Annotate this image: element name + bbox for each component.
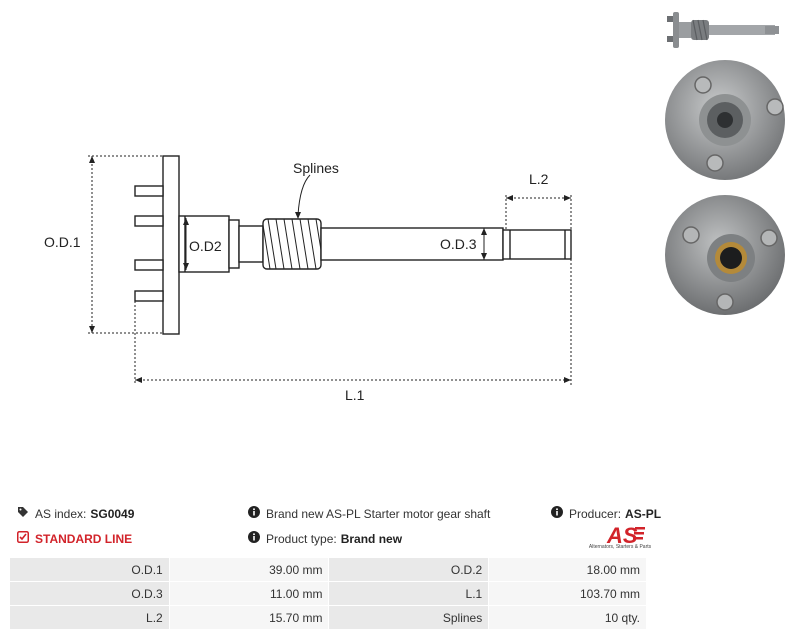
product-photo-back [665, 195, 785, 315]
l1-label: L.1 [345, 387, 365, 403]
shaft [320, 227, 504, 261]
spec-name: O.D.1 [9, 557, 170, 582]
splines-label: Splines [293, 160, 339, 176]
standard-line: STANDARD LINE [17, 531, 132, 546]
spec-value: 10 qty. [488, 605, 647, 630]
pin [134, 290, 164, 302]
checkbox-icon [17, 531, 29, 546]
spec-name: O.D.2 [328, 557, 490, 582]
producer: Producer: AS-PL [551, 506, 661, 521]
product-type: Product type: Brand new [248, 531, 402, 546]
od2-label: O.D2 [189, 238, 222, 254]
logo-tagline: Alternators, Starters & Parts [588, 544, 652, 550]
producer-value: AS-PL [625, 506, 662, 521]
description: Brand new AS-PL Starter motor gear shaft [248, 506, 490, 521]
l2-label: L.2 [529, 171, 549, 187]
logo-mark: AS [606, 523, 638, 548]
pin [134, 259, 164, 271]
hub [178, 215, 230, 273]
product-type-label: Product type: [266, 531, 337, 546]
product-photo-front [665, 60, 785, 180]
spec-name: Splines [328, 605, 490, 630]
info-icon [248, 506, 260, 521]
product-type-value: Brand new [340, 531, 403, 546]
product-photo-side [667, 12, 779, 48]
od1-label: O.D.1 [44, 234, 81, 250]
tag-icon [17, 506, 29, 521]
spec-name: L.1 [328, 581, 490, 606]
spec-value: 15.70 mm [168, 605, 330, 630]
spec-value: 103.70 mm [488, 581, 647, 606]
od3-label: O.D.3 [440, 236, 477, 252]
standard-line-label: STANDARD LINE [35, 531, 133, 546]
description-text: Brand new AS-PL Starter motor gear shaft [266, 506, 491, 521]
spec-value: 18.00 mm [488, 557, 647, 582]
pin [134, 185, 164, 197]
flange [162, 155, 180, 335]
info-icon [248, 531, 260, 546]
producer-label: Producer: [569, 506, 622, 521]
spec-name: O.D.3 [9, 581, 170, 606]
spec-value: 11.00 mm [168, 581, 330, 606]
pin [134, 215, 164, 227]
technical-drawing: O.D.1 O.D2 O.D.3 L.1 L.2 Splines [44, 155, 572, 403]
as-pl-logo: AS [606, 523, 645, 548]
as-index: AS index: SG0049 [17, 506, 134, 521]
spec-name: L.2 [9, 605, 170, 630]
info-icon [551, 506, 563, 521]
as-index-label: AS index: [35, 506, 87, 521]
as-index-value: SG0049 [90, 506, 135, 521]
spec-value: 39.00 mm [168, 557, 330, 582]
